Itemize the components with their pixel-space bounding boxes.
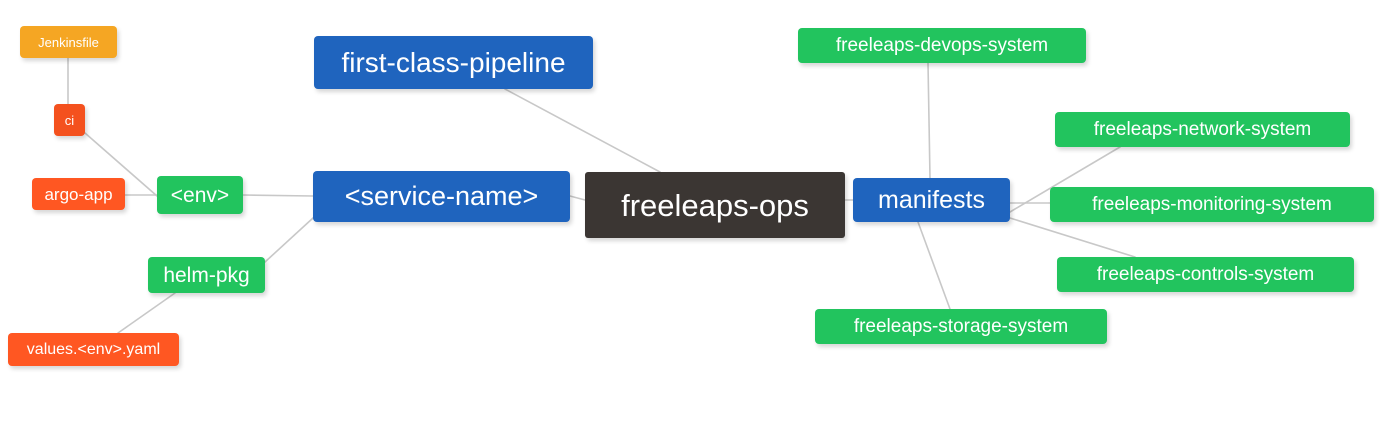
mindmap-node-env[interactable]: <env> [157, 176, 243, 214]
mindmap-node-argo-app[interactable]: argo-app [32, 178, 125, 210]
edge-service-name-to-helm-pkg [264, 217, 314, 263]
mindmap-node-first-class-pipeline[interactable]: first-class-pipeline [314, 36, 593, 89]
edge-service-name-to-freeleaps-ops [569, 195, 586, 201]
edge-helm-pkg-to-values-yaml [117, 292, 176, 334]
mindmap-node-freeleaps-controls-system[interactable]: freeleaps-controls-system [1057, 257, 1354, 292]
mindmap-node-ci[interactable]: ci [54, 104, 85, 136]
mindmap-node-values-yaml[interactable]: values.<env>.yaml [8, 333, 179, 366]
mindmap-node-manifests[interactable]: manifests [853, 178, 1010, 222]
mindmap-node-service-name[interactable]: <service-name> [313, 171, 570, 222]
mindmap-node-helm-pkg[interactable]: helm-pkg [148, 257, 265, 293]
mindmap-node-jenkinsfile[interactable]: Jenkinsfile [20, 26, 117, 58]
edge-manifests-to-freeleaps-storage-system [917, 221, 951, 310]
mindmap-node-freeleaps-network-system[interactable]: freeleaps-network-system [1055, 112, 1350, 147]
edge-env-to-service-name [242, 194, 314, 197]
edge-manifests-to-freeleaps-controls-system [1009, 217, 1136, 258]
mindmap-node-freeleaps-ops[interactable]: freeleaps-ops [585, 172, 845, 238]
edge-first-class-pipeline-to-freeleaps-ops [504, 88, 661, 173]
edge-manifests-to-freeleaps-devops-system [927, 62, 931, 179]
mindmap-node-freeleaps-monitoring-system[interactable]: freeleaps-monitoring-system [1050, 187, 1374, 222]
mindmap-node-freeleaps-storage-system[interactable]: freeleaps-storage-system [815, 309, 1107, 344]
mindmap-node-freeleaps-devops-system[interactable]: freeleaps-devops-system [798, 28, 1086, 63]
